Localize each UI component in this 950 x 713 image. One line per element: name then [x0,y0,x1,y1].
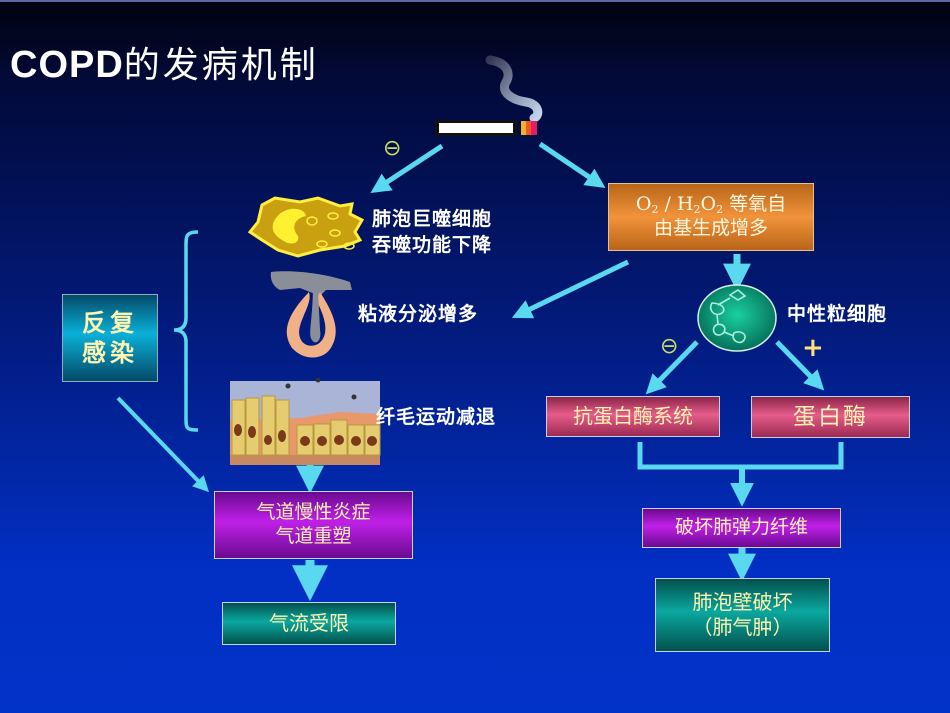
arrow-oxidants-to-mucus [511,259,630,319]
oxidants-line1: O2 / H2O2 等氧自 [635,193,787,217]
mucus-gland-illustration [270,271,352,358]
oxidants-box: O2 / H2O2 等氧自 由基生成增多 [608,183,814,251]
antiprotease-box: 抗蛋白酶系统 [546,396,720,437]
cilia-illustration [230,377,381,465]
inhibit-sign-neutrophil: ⊖ [660,334,679,359]
airway-inflammation-box: 气道慢性炎症 气道重塑 [214,491,413,559]
alveolar-destruction-box: 肺泡壁破坏 （肺气肿） [655,578,830,652]
cilia-label: 纤毛运动减退 [376,406,497,428]
merge-connector [637,442,844,470]
slide-title: COPD的发病机制 [10,36,319,88]
cigarette-icon [435,55,543,136]
title-chinese: 的发病机制 [123,45,319,86]
top-border [0,0,950,2]
oxidants-line2: 由基生成增多 [653,217,768,239]
arrow-infection-to-inflammation [116,396,210,493]
smoke-icon [485,55,543,123]
arrow-smoke-to-oxidants [538,141,606,189]
title-latin: COPD [10,44,124,86]
neutrophil-illustration [697,284,777,352]
arrow-smoke-to-macrophage [370,143,444,193]
inhibit-sign-smoke: ⊖ [383,136,402,161]
airflow-limitation-box: 气流受限 [222,602,396,645]
macrophage-label: 肺泡巨噬细胞 吞噬功能下降 [372,208,493,256]
bracket-brace [173,230,199,432]
protease-box: 蛋白酶 [751,396,910,438]
arrow-neutrophil-to-protease [775,340,825,391]
neutrophil-label: 中性粒细胞 [787,303,888,325]
mucus-label: 粘液分泌增多 [358,303,479,325]
recurrent-infection-box: 反复 感染 [62,294,158,382]
macrophage-illustration [247,196,365,258]
promote-sign-neutrophil: + [802,333,824,363]
elastic-fiber-box: 破坏肺弹力纤维 [642,508,841,548]
arrow-neutrophil-to-antiprotease [645,340,699,395]
